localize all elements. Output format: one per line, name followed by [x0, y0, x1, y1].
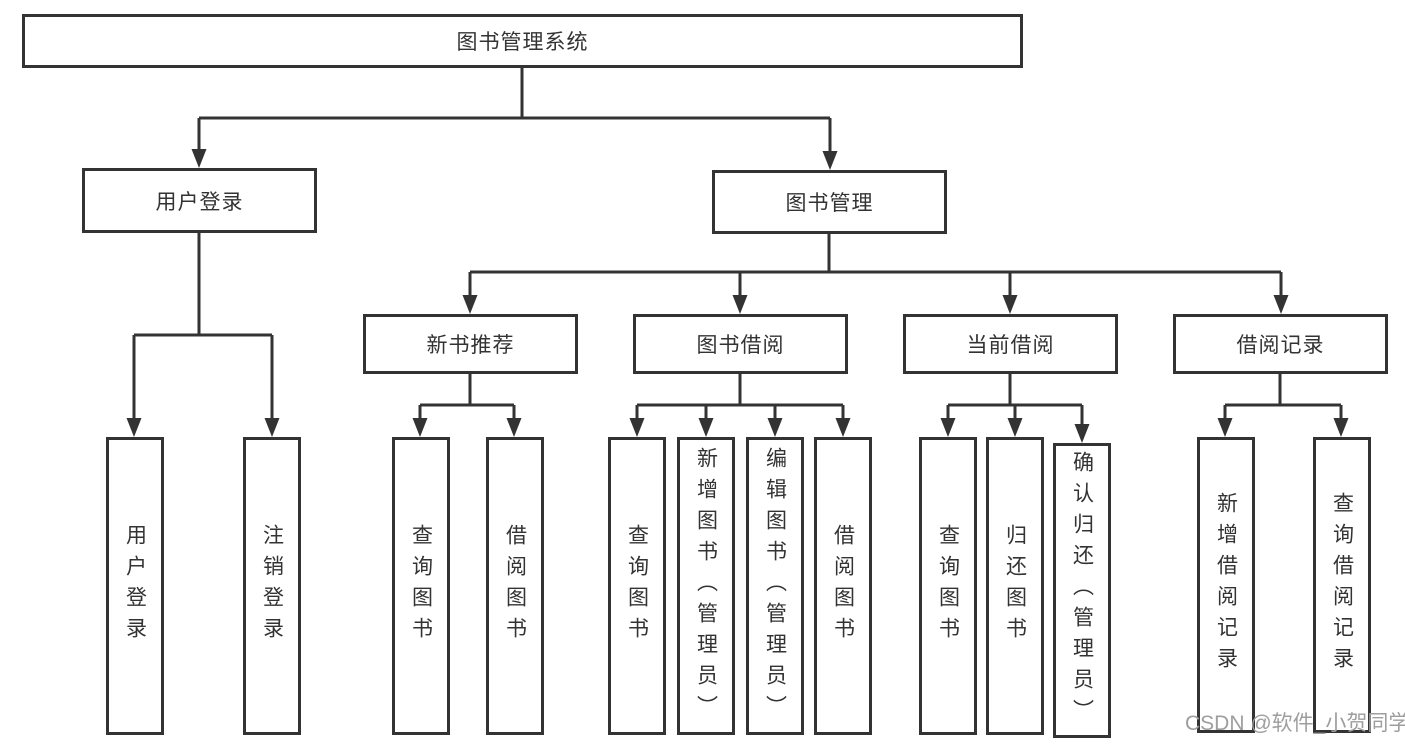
- leaf-current-query-books: 查询图书: [919, 437, 977, 735]
- node-root-label: 图书管理系统: [456, 31, 589, 54]
- leaf-confirm-return-admin: 确认归还（管理员）: [1053, 443, 1111, 738]
- node-user-login-branch-label: 用户登录: [155, 190, 244, 214]
- node-new-book-recommend: 新书推荐: [363, 314, 578, 374]
- leaf-borrow-borrow-books-label: 借阅图书: [831, 524, 855, 648]
- leaf-add-borrow-record-label: 新增借阅记录: [1214, 492, 1238, 678]
- leaf-borrow-borrow-books: 借阅图书: [814, 437, 872, 735]
- node-book-management-label: 图书管理: [785, 192, 874, 215]
- leaf-borrow-query-books: 查询图书: [608, 437, 666, 735]
- node-current-borrow-label: 当前借阅: [966, 334, 1055, 357]
- node-current-borrow: 当前借阅: [903, 314, 1118, 374]
- node-borrow-records-label: 借阅记录: [1236, 334, 1325, 357]
- node-root: 图书管理系统: [22, 14, 1023, 68]
- leaf-return-book-label: 归还图书: [1003, 524, 1027, 648]
- leaf-add-book-admin: 新增图书（管理员）: [677, 437, 735, 735]
- leaf-logout-label: 注销登录: [260, 524, 284, 648]
- leaf-add-book-admin-label: 新增图书（管理员）: [694, 446, 718, 726]
- leaf-edit-book-admin: 编辑图书（管理员）: [746, 437, 804, 735]
- leaf-recommend-query-books-label: 查询图书: [409, 524, 433, 648]
- node-borrow-records: 借阅记录: [1173, 314, 1388, 374]
- leaf-logout: 注销登录: [243, 437, 301, 735]
- node-book-management: 图书管理: [712, 170, 947, 234]
- leaf-current-query-books-label: 查询图书: [936, 524, 960, 648]
- leaf-recommend-borrow-books: 借阅图书: [486, 437, 544, 735]
- node-new-book-recommend-label: 新书推荐: [426, 334, 515, 357]
- leaf-query-borrow-record-label: 查询借阅记录: [1330, 492, 1354, 678]
- leaf-borrow-query-books-label: 查询图书: [625, 524, 649, 648]
- leaf-recommend-query-books: 查询图书: [392, 437, 450, 735]
- leaf-user-login-label: 用户登录: [123, 524, 147, 648]
- node-user-login-branch: 用户登录: [82, 168, 317, 233]
- leaf-query-borrow-record: 查询借阅记录: [1313, 437, 1371, 733]
- arrowheads: [126, 149, 1349, 443]
- leaf-user-login: 用户登录: [106, 437, 164, 735]
- watermark-text: CSDN @软件_小贺同学: [1185, 712, 1405, 735]
- leaf-recommend-borrow-books-label: 借阅图书: [503, 524, 527, 648]
- leaf-return-book: 归还图书: [986, 437, 1044, 735]
- leaf-edit-book-admin-label: 编辑图书（管理员）: [763, 446, 787, 726]
- leaf-confirm-return-admin-label: 确认归还（管理员）: [1070, 451, 1094, 730]
- node-book-borrow-label: 图书借阅: [696, 334, 785, 357]
- node-book-borrow: 图书借阅: [633, 314, 848, 374]
- leaf-add-borrow-record: 新增借阅记录: [1197, 437, 1255, 733]
